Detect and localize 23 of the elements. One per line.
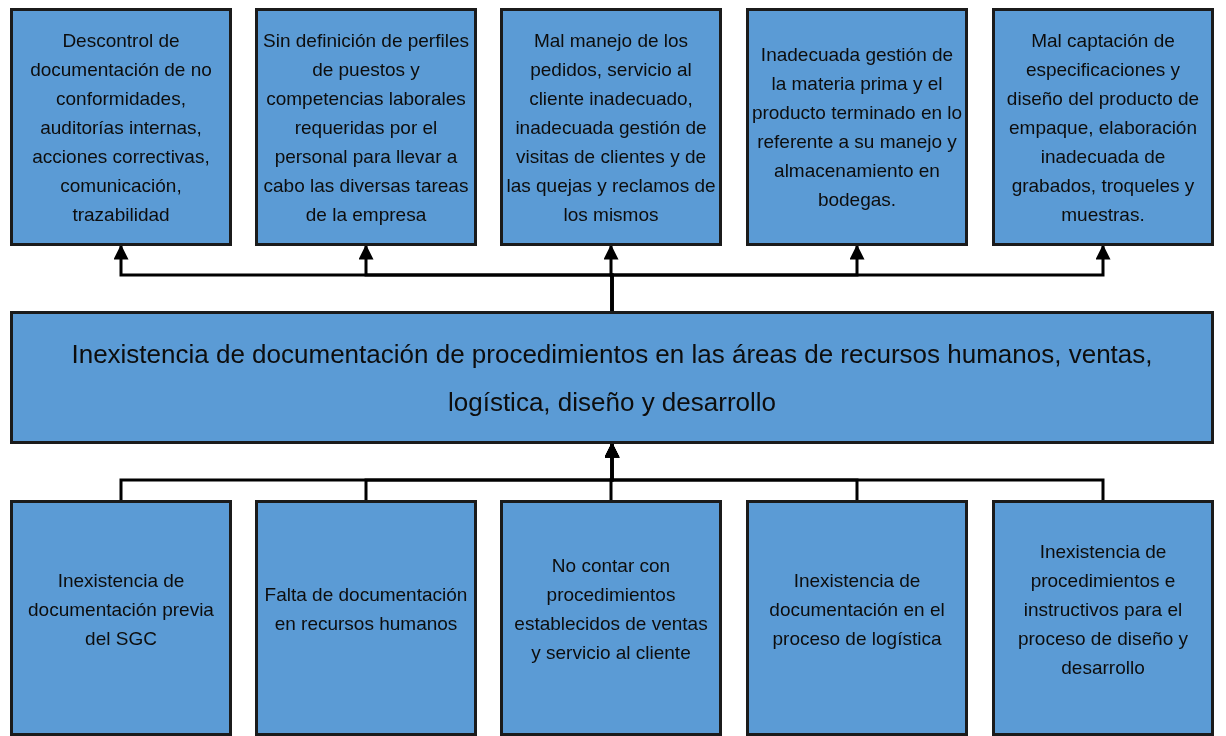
cause-box	[746, 8, 968, 246]
box-text: Inexistencia de documentación de procedimientos en las áreas de recursos humanos, ventas, logística, diseño y desarrollo	[70, 337, 1154, 419]
cause-box	[255, 8, 477, 246]
box-text: Mal manejo de los pedidos, servicio al cliente inadecuado, inadecuada gestión de visitas de clientes y de las quejas y reclamos de los mismos	[505, 28, 717, 227]
box-text: Inexistencia de documentación en el proceso de logística	[768, 568, 946, 651]
box-text: Descontrol de documentación de no conformidades, auditorías internas, acciones correctivas, comunicación, trazabilidad	[29, 28, 213, 227]
box-text: Inexistencia de documentación previa del SGC	[27, 568, 215, 651]
cause-box	[10, 8, 232, 246]
cause-box	[992, 500, 1214, 736]
cause-box	[500, 500, 722, 736]
box-text: Sin definición de perfiles de puestos y competencias laborales requeridas por el personal para llevar a cabo las diversas tareas de la empresa	[262, 28, 470, 227]
problem-box	[10, 311, 1214, 444]
box-text: Inadecuada gestión de la materia prima y el producto terminado en lo referente a su manejo y almacenamiento en bodegas.	[751, 43, 963, 212]
cause-box	[255, 500, 477, 736]
box-text: Falta de documentación en recursos humanos	[263, 583, 469, 636]
arrow	[610, 244, 1111, 311]
cause-box	[992, 8, 1214, 246]
cause-box	[500, 8, 722, 246]
box-text: Mal captación de especificaciones y diseño del producto de empaque, elaboración inadecuada de grabados, troqueles y muestras.	[1005, 28, 1201, 227]
cause-box	[10, 500, 232, 736]
cause-box	[746, 500, 968, 736]
box-text: Inexistencia de procedimientos e instructivos para el proceso de diseño y desarrollo	[1016, 539, 1190, 680]
box-text: No contar con procedimientos establecidos de ventas y servicio al cliente	[513, 554, 709, 665]
